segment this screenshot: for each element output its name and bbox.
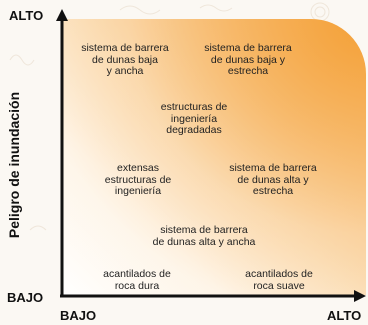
x-axis-arrowhead: [354, 290, 366, 302]
y-axis-low-label: BAJO: [7, 290, 44, 305]
y-axis-high-label: ALTO: [9, 8, 44, 23]
x-axis-high-label: ALTO: [327, 308, 362, 323]
x-axis-low-label: BAJO: [60, 308, 97, 323]
risk-gradient-area: [62, 19, 366, 295]
y-axis-arrowhead: [56, 9, 68, 21]
y-axis-title: Peligro de inundación: [6, 91, 22, 239]
